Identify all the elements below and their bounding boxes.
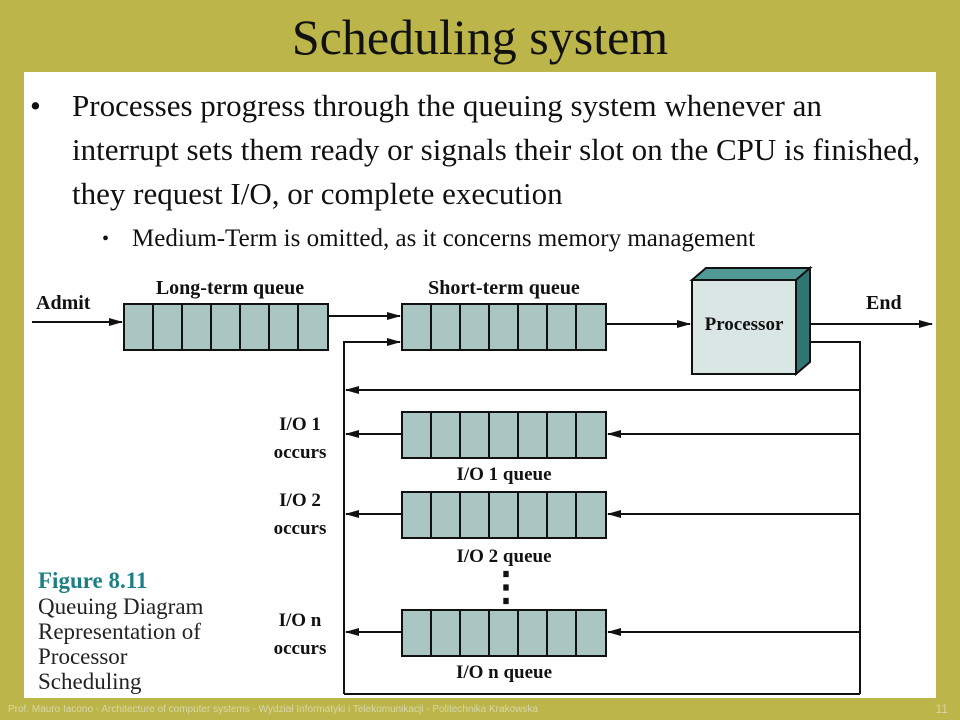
io-n-queue bbox=[401, 609, 607, 657]
figure-title: Queuing Diagram Representation of Proces… bbox=[38, 594, 204, 694]
footer-text: Prof. Mauro Iacono - Architecture of com… bbox=[8, 704, 538, 715]
io-2-queue-label: I/O 2 queue bbox=[456, 546, 551, 567]
short-term-queue bbox=[401, 303, 607, 351]
bullet-2-text: Medium-Term is omitted, as it concerns m… bbox=[132, 225, 756, 252]
figure-caption: Figure 8.11 Queuing Diagram Representati… bbox=[38, 568, 268, 694]
processor-label: Processor bbox=[705, 314, 784, 335]
return-bus bbox=[343, 338, 401, 694]
io-2-occurs-line2: occurs bbox=[274, 518, 327, 539]
processor-exit-line bbox=[810, 341, 861, 694]
io-2-queue bbox=[401, 491, 607, 539]
queue-ellipsis: ⋮ bbox=[486, 564, 526, 609]
figure-number: Figure 8.11 bbox=[38, 568, 148, 593]
io-1-occurs-line2: occurs bbox=[274, 442, 327, 463]
end-label: End bbox=[866, 292, 902, 314]
admit-label: Admit bbox=[36, 292, 91, 314]
io-n-occurs-line2: occurs bbox=[274, 638, 327, 659]
short-term-queue-label: Short-term queue bbox=[428, 277, 580, 299]
long-term-queue-label: Long-term queue bbox=[156, 277, 304, 299]
io-n-queue-label: I/O n queue bbox=[456, 662, 552, 683]
io-n-occurs-line1: I/O n bbox=[279, 610, 322, 631]
io-1-queue-label: I/O 1 queue bbox=[456, 464, 551, 485]
page-number: 11 bbox=[935, 702, 948, 716]
bullet-marker: • bbox=[30, 88, 41, 123]
processor-box bbox=[689, 265, 813, 377]
content-panel: • Processes progress through the queuing… bbox=[24, 72, 936, 698]
queuing-diagram: Admit Long-term queue Short-term queue P… bbox=[32, 265, 933, 695]
io-1-occurs-line1: I/O 1 bbox=[279, 414, 321, 435]
sub-bullet-marker: • bbox=[102, 228, 110, 250]
io-2-occurs-line1: I/O 2 bbox=[279, 490, 321, 511]
io-1-queue bbox=[401, 411, 607, 459]
bullet-1-text: Processes progress through the queuing s… bbox=[72, 88, 921, 211]
slide-title: Scheduling system bbox=[291, 9, 669, 65]
long-term-queue bbox=[123, 303, 329, 351]
